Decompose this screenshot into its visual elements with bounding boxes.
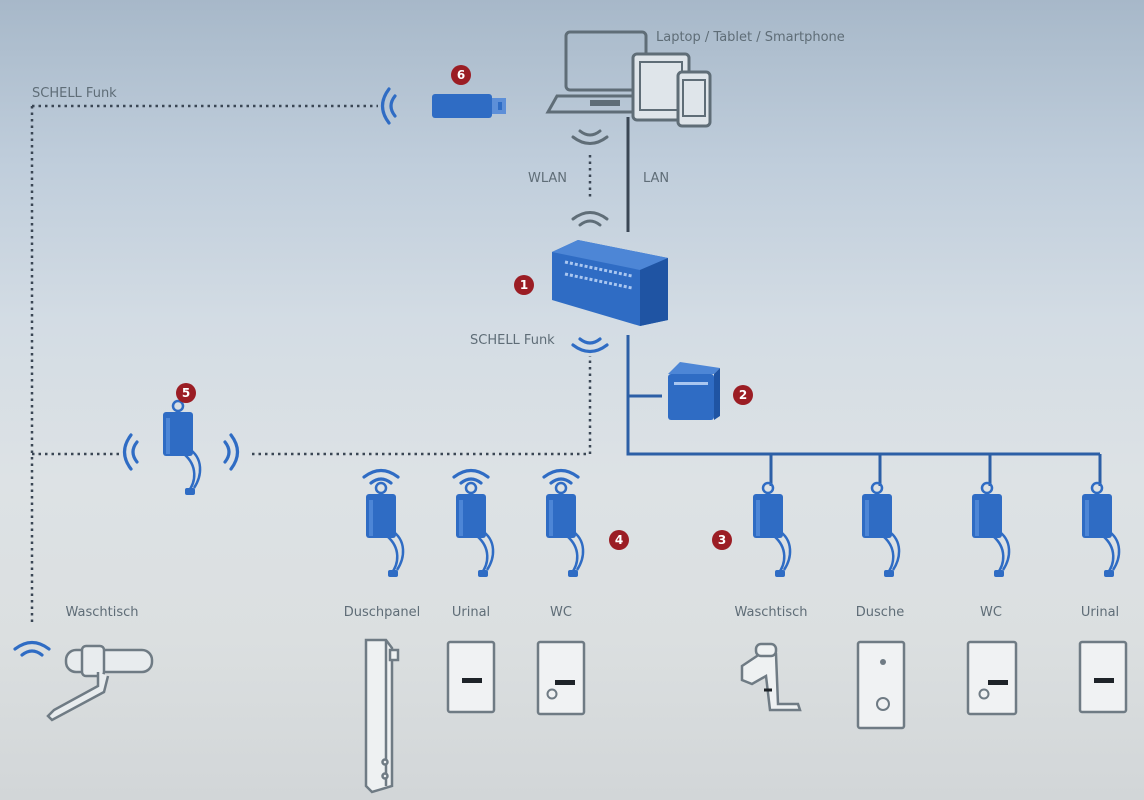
- shower-plate-icon: [856, 640, 906, 730]
- badge-6: 6: [451, 65, 471, 85]
- smartphone-icon: [676, 70, 712, 128]
- wifi-icon: [571, 129, 609, 145]
- wifi-icon: [452, 468, 490, 485]
- wall-mixer-icon: [46, 644, 154, 722]
- fixture-label-dusche: Dusche: [855, 605, 905, 620]
- schell-funk-label: SCHELL Funk: [470, 333, 555, 348]
- power-supply-icon: [668, 362, 720, 420]
- module-icon: [544, 481, 585, 579]
- wlan-label: WLAN: [528, 171, 568, 186]
- fixture-label-wc-wired: WC: [980, 605, 1002, 620]
- schell-funk-label: SCHELL Funk: [32, 86, 117, 101]
- lan-label: LAN: [643, 171, 670, 186]
- fixture-label-duschpanel: Duschpanel: [343, 605, 421, 620]
- wifi-icon: [542, 468, 580, 485]
- module-icon: [751, 481, 792, 579]
- shower-panel-icon: [364, 638, 400, 794]
- wifi-icon: [122, 433, 139, 471]
- fixture-label-urinal: Urinal: [451, 605, 491, 620]
- wifi-icon: [223, 433, 240, 471]
- faucet-icon: [740, 642, 802, 712]
- usb-stick-icon: [432, 94, 506, 118]
- wired-bus: [626, 335, 1102, 486]
- fixture-label-urinal-wired: Urinal: [1080, 605, 1120, 620]
- badge-1: 1: [514, 275, 534, 295]
- laptop-icon: [545, 30, 648, 114]
- module-icon: [454, 481, 495, 579]
- urinal-plate-icon: [446, 640, 496, 714]
- fixture-label-wc: WC: [550, 605, 572, 620]
- wifi-icon: [362, 468, 400, 485]
- badge-5: 5: [176, 383, 196, 403]
- urinal-plate-icon: [1078, 640, 1128, 714]
- module-icon: [364, 481, 405, 579]
- wc-plate-icon: [536, 640, 586, 716]
- wifi-icon: [13, 640, 51, 657]
- tablet-icon: [631, 52, 691, 122]
- badge-3: 3: [712, 530, 732, 550]
- badge-2: 2: [733, 385, 753, 405]
- module-icon: [970, 481, 1011, 579]
- controller-icon: [552, 240, 668, 326]
- wifi-icon: [571, 337, 609, 354]
- wc-plate-icon: [966, 640, 1018, 716]
- badge-4: 4: [609, 530, 629, 550]
- wifi-icon: [380, 87, 397, 125]
- schell-funk-link: [30, 104, 592, 624]
- wifi-icon: [571, 211, 609, 227]
- fixture-label-waschtisch-wired: Waschtisch: [734, 605, 808, 620]
- module-icon: [1080, 481, 1121, 579]
- devices-label: Laptop / Tablet / Smartphone: [656, 30, 845, 45]
- fixture-label-waschtisch: Waschtisch: [65, 605, 139, 620]
- module-icon: [860, 481, 901, 579]
- radio-module-icon: [161, 399, 202, 497]
